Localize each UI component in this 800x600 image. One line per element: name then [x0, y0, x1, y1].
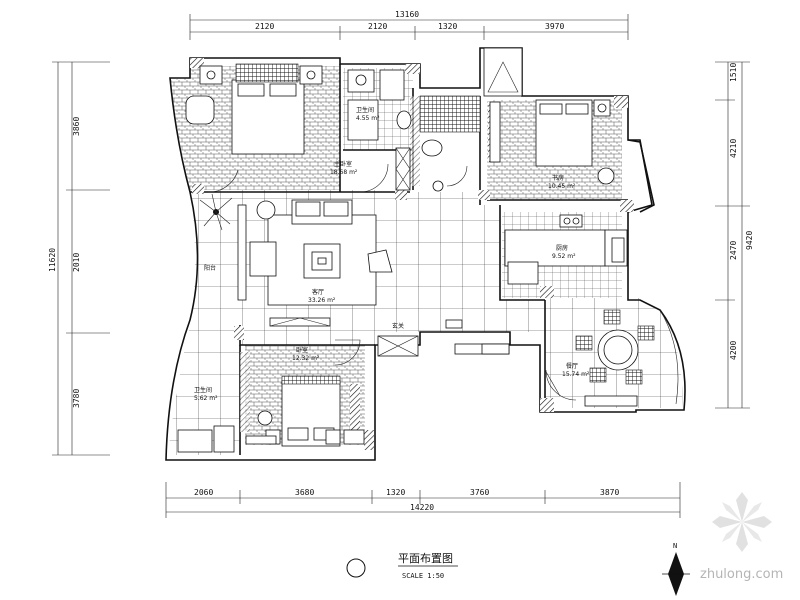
bay-window	[483, 47, 679, 405]
dim-right-2: 4210	[729, 139, 738, 158]
watermark-text: zhulong.com	[700, 567, 783, 582]
dim-right-4: 4200	[729, 341, 738, 360]
north-label: N	[673, 542, 677, 550]
room-name-bath-2: 卫生间	[194, 386, 212, 394]
room-area-master-bedroom: 18.68 m²	[330, 169, 358, 176]
drawing-title-block: 平面布置图 SCALE 1:50	[346, 552, 458, 580]
dim-top-3: 1320	[438, 22, 457, 31]
dim-left-3: 3780	[72, 389, 81, 408]
dim-right-total: 9420	[745, 231, 754, 250]
plant-icon	[199, 193, 233, 231]
room-area-study: 10.45 m²	[548, 183, 576, 190]
drawing-scale: SCALE 1:50	[402, 572, 444, 580]
room-name-entry: 玄关	[392, 322, 404, 330]
dim-left-2: 2010	[72, 253, 81, 272]
room-name-bedroom-2: 卧室	[296, 346, 308, 354]
room-name-dining: 餐厅	[566, 362, 578, 370]
room-area-living-room: 33.26 m²	[308, 297, 336, 304]
room-area-dining: 15.74 m²	[562, 371, 590, 378]
dim-left-1: 3860	[72, 117, 81, 136]
left-dimension-lines: 11620 3860 2010 3780	[48, 61, 110, 456]
furniture	[177, 63, 655, 453]
dim-right-1: 1510	[729, 63, 738, 82]
dim-bottom-2: 3680	[295, 488, 314, 497]
dim-bottom-4: 3760	[470, 488, 489, 497]
dim-top-4: 3970	[545, 22, 564, 31]
room-name-study: 书房	[552, 174, 564, 182]
title-circle-icon	[346, 558, 366, 578]
north-arrow-icon: N	[662, 542, 690, 596]
room-name-master-bedroom: 主卧室	[334, 160, 352, 168]
pillow-icon	[237, 83, 265, 97]
room-area-kitchen: 9.52 m²	[552, 253, 576, 260]
room-area-bedroom-2: 12.32 m²	[292, 355, 320, 362]
watermark-logo-icon	[712, 492, 772, 552]
room-name-bathroom-1: 卫生间	[356, 106, 374, 114]
bottom-dimension-lines: 2060 3680 1320 3760 3870 14220	[165, 482, 681, 518]
room-name-balcony: 阳台	[204, 264, 216, 272]
dim-bottom-1: 2060	[194, 488, 213, 497]
room-name-kitchen: 厨房	[556, 244, 568, 252]
room-name-living-room: 客厅	[312, 288, 324, 296]
room-area-bath-2: 5.62 m²	[194, 395, 218, 402]
dim-right-3: 2470	[729, 241, 738, 260]
top-dimension-lines: 13160 2120 2120 1320 3970	[189, 10, 629, 40]
dim-top-1: 2120	[255, 22, 274, 31]
dim-bottom-3: 1320	[386, 488, 405, 497]
dim-top-2: 2120	[368, 22, 387, 31]
dim-bottom-total: 14220	[410, 503, 434, 512]
dim-bottom-5: 3870	[600, 488, 619, 497]
drawing-title: 平面布置图	[398, 552, 453, 565]
room-labels: 主卧室 18.68 m² 卫生间 4.55 m² 书房 10.45 m² 客厅 …	[194, 106, 590, 402]
dim-top-total: 13160	[395, 10, 419, 19]
right-dimension-lines: 1510 4210 2470 4200 9420	[715, 61, 754, 409]
dim-left-total: 11620	[48, 248, 57, 272]
room-area-bathroom-1: 4.55 m²	[356, 115, 380, 122]
